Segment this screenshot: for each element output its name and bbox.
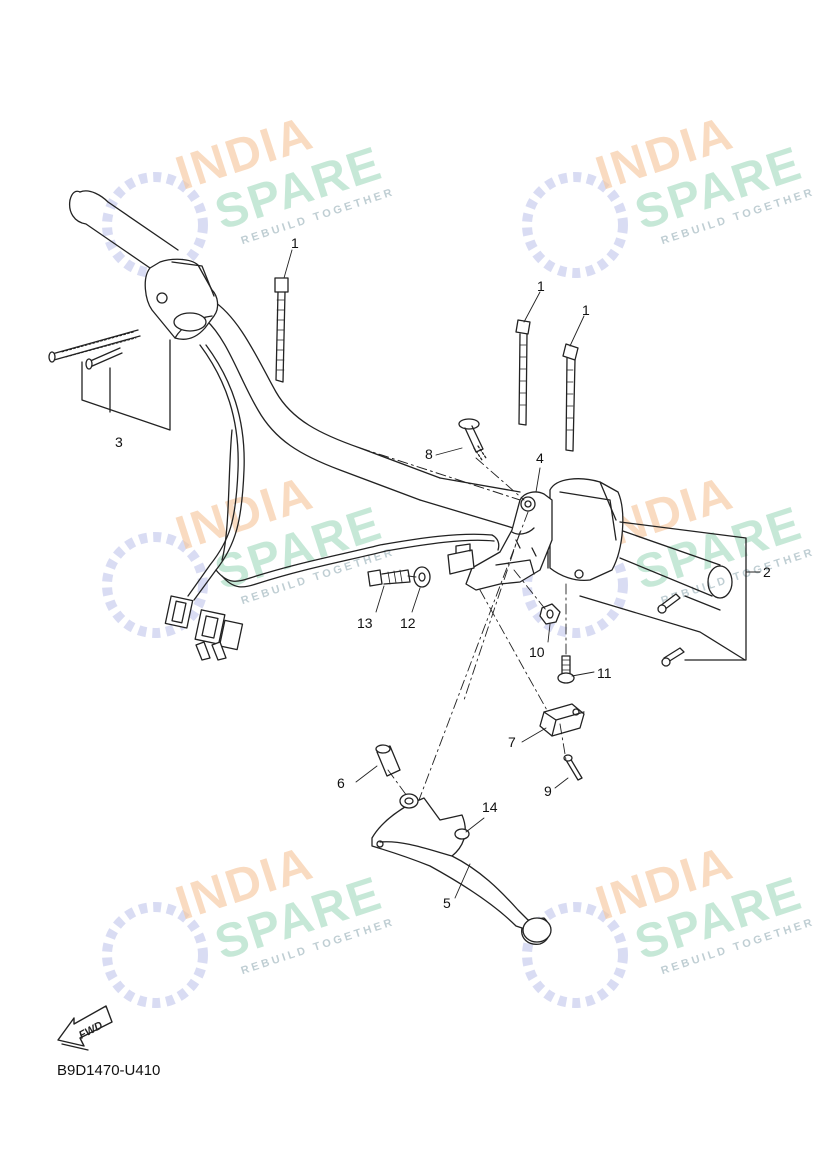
cable-tie-left [274,277,289,383]
callout-14: 14 [482,799,498,815]
brake-switch-small [447,543,475,575]
watermark: INDIA SPARE REBUILD TOGETHER [102,467,396,638]
watermark: INDIA SPARE REBUILD TOGETHER [102,107,396,278]
watermark: INDIA SPARE REBUILD TOGETHER [102,837,396,1008]
watermark-emblem-icon [102,532,208,638]
nut-10 [539,603,561,625]
watermark: INDIA SPARE REBUILD TOGETHER [522,107,816,278]
brake-switch-7 [539,703,585,737]
o-ring-14 [454,828,470,840]
handlebar [68,190,733,599]
watermark-emblem-icon [522,172,628,278]
right-wiring [491,534,500,551]
callout-10: 10 [529,644,545,660]
left-housing-screws [48,329,171,431]
screw-9 [563,754,583,781]
watermark-emblem-icon [102,902,208,1008]
part-diagram-code: B9D1470-U410 [57,1062,161,1079]
left-wiring-harness [187,344,495,601]
callout-9: 9 [544,783,552,799]
callout-1c: 1 [582,302,590,318]
right-switch-assembly [547,478,624,582]
callout-8: 8 [425,446,433,462]
watermark-emblem-icon [522,902,628,1008]
brake-lever-5 [371,793,552,945]
callout-12: 12 [400,615,416,631]
leader-lines [283,249,761,899]
bolt-13 [367,569,411,587]
callout-13: 13 [357,615,373,631]
callout-2: 2 [763,564,771,580]
callout-7: 7 [508,734,516,750]
collar-6 [375,744,401,777]
callout-3: 3 [115,434,123,450]
left-switch-assembly [144,258,219,340]
callout-11: 11 [597,665,612,681]
callouts: 1 1 1 2 3 4 5 6 7 8 9 10 11 12 13 14 [115,235,771,911]
watermark: INDIA SPARE REBUILD TOGETHER [522,837,816,1008]
assembly-lines [387,457,567,801]
fwd-arrow-icon [57,1005,113,1051]
brake-lever-bracket [465,491,553,591]
right-housing-screws [579,521,747,667]
bolt-11 [557,655,575,684]
callout-1b: 1 [537,278,545,294]
cable-tie-right [562,343,579,452]
left-connectors [164,595,244,661]
callout-6: 6 [337,775,345,791]
callout-4: 4 [536,450,544,466]
cable-tie-middle [515,319,531,426]
callout-1a: 1 [291,235,299,251]
bolt-8 [458,418,487,461]
callout-5: 5 [443,895,451,911]
